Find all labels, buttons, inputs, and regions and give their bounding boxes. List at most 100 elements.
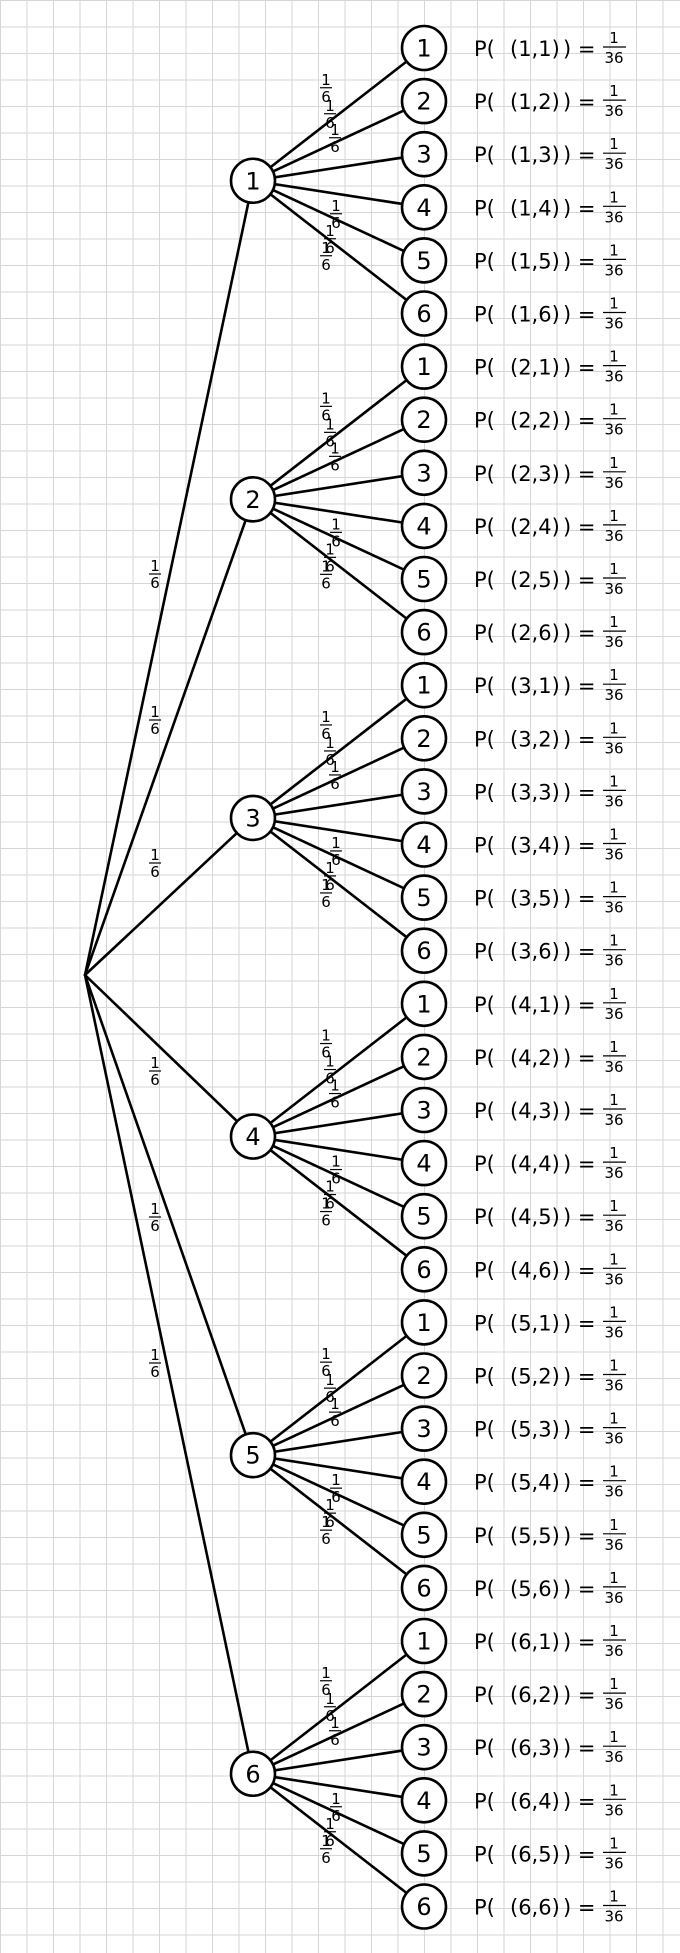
edge-6-to-3 bbox=[251, 1745, 426, 1776]
fraction-numerator: 1 bbox=[325, 734, 335, 752]
fraction-numerator: 1 bbox=[609, 719, 619, 737]
fraction-numerator: 1 bbox=[331, 1153, 341, 1171]
fraction-numerator: 1 bbox=[325, 1053, 335, 1071]
root-edge-probability: 16 bbox=[149, 1200, 161, 1235]
fraction-denominator: 36 bbox=[604, 1430, 623, 1448]
outcome-node bbox=[400, 1617, 448, 1665]
probability-prefix: P( bbox=[474, 940, 495, 964]
outcome-node bbox=[400, 396, 448, 444]
fraction-denominator: 6 bbox=[321, 1044, 331, 1062]
probability-suffix: ) = bbox=[563, 887, 595, 911]
fraction-denominator: 6 bbox=[325, 1195, 335, 1213]
fraction-numerator: 1 bbox=[609, 507, 619, 525]
outcome-node-label: 4 bbox=[416, 194, 431, 222]
fraction-denominator: 6 bbox=[331, 851, 341, 869]
edge-6-to-6 bbox=[251, 1772, 426, 1908]
outcome-node-label: 3 bbox=[416, 778, 431, 806]
probability-suffix: ) = bbox=[563, 1896, 595, 1920]
outcome-pair: (3,3) bbox=[510, 780, 560, 804]
edge-3-to-3 bbox=[251, 790, 426, 820]
outcome-pair: (5,4) bbox=[510, 1471, 560, 1495]
fraction-denominator: 36 bbox=[604, 102, 623, 120]
probability-prefix: P( bbox=[474, 1205, 495, 1229]
branch-edge-probability: 16 bbox=[329, 758, 341, 793]
probability-suffix: ) = bbox=[563, 90, 595, 114]
probability-suffix: ) = bbox=[563, 780, 595, 804]
first-roll-node-label: 6 bbox=[245, 1760, 260, 1788]
edge-6-to-1 bbox=[251, 1639, 426, 1776]
fraction-denominator: 6 bbox=[150, 863, 160, 881]
fraction-numerator: 1 bbox=[609, 401, 619, 419]
edge-1-to-1 bbox=[251, 46, 426, 183]
fraction-numerator: 1 bbox=[609, 295, 619, 313]
fraction-denominator: 36 bbox=[604, 899, 623, 917]
fraction-numerator: 1 bbox=[609, 1781, 619, 1799]
fraction-numerator: 1 bbox=[609, 1516, 619, 1534]
outcome-probability: P((4,2)) =136 bbox=[474, 1038, 626, 1076]
fraction-numerator: 1 bbox=[321, 876, 331, 894]
branch-edge-probability: 16 bbox=[324, 1815, 336, 1850]
root-edge-probability: 16 bbox=[149, 557, 161, 592]
outcome-node bbox=[400, 1405, 448, 1452]
fraction-denominator: 36 bbox=[604, 1695, 623, 1713]
fraction-denominator: 6 bbox=[331, 214, 341, 232]
edge-root-to-4 bbox=[83, 973, 255, 1138]
outcome-node bbox=[400, 1723, 448, 1771]
probability-prefix: P( bbox=[474, 1152, 495, 1176]
fraction-denominator: 36 bbox=[604, 1589, 623, 1607]
branch-edge-probability: 16 bbox=[324, 1371, 336, 1406]
fraction-numerator: 1 bbox=[330, 1395, 340, 1413]
fraction-numerator: 1 bbox=[609, 454, 619, 472]
outcome-node-label: 2 bbox=[416, 88, 431, 116]
probability-prefix: P( bbox=[474, 1789, 495, 1813]
outcome-node-label: 5 bbox=[416, 566, 431, 594]
outcome-node-label: 3 bbox=[416, 1097, 431, 1125]
outcome-probability: P((1,5)) =136 bbox=[474, 241, 626, 279]
outcome-node-label: 2 bbox=[416, 1043, 431, 1071]
outcome-pair: (2,2) bbox=[510, 409, 560, 433]
fraction-denominator: 6 bbox=[150, 1363, 160, 1381]
probability-suffix: ) = bbox=[563, 1258, 595, 1282]
outcome-node bbox=[400, 927, 448, 975]
fraction-denominator: 36 bbox=[604, 208, 623, 226]
fraction-denominator: 36 bbox=[604, 1483, 623, 1501]
root-edge-probability: 16 bbox=[149, 846, 161, 881]
edge-4-to-5 bbox=[251, 1135, 426, 1218]
outcome-node-label: 3 bbox=[416, 459, 431, 487]
fraction-numerator: 1 bbox=[609, 1303, 619, 1321]
fraction-denominator: 6 bbox=[325, 432, 335, 450]
fraction-numerator: 1 bbox=[325, 97, 335, 115]
fraction-denominator: 6 bbox=[325, 1707, 335, 1725]
probability-suffix: ) = bbox=[563, 1683, 595, 1707]
fraction-numerator: 1 bbox=[325, 1496, 335, 1514]
probability-suffix: ) = bbox=[563, 1046, 595, 1070]
outcome-pair: (2,1) bbox=[510, 356, 560, 380]
fraction-numerator: 1 bbox=[325, 540, 335, 558]
fraction-denominator: 36 bbox=[604, 686, 623, 704]
edge-4-to-4 bbox=[251, 1135, 426, 1165]
first-roll-node bbox=[229, 794, 277, 842]
outcome-node bbox=[400, 714, 448, 762]
fraction-denominator: 6 bbox=[321, 1849, 331, 1867]
outcome-node-label: 1 bbox=[416, 672, 431, 700]
outcome-node bbox=[400, 237, 448, 284]
fraction-denominator: 36 bbox=[604, 1217, 623, 1235]
probability-suffix: ) = bbox=[563, 1842, 595, 1866]
probability-prefix: P( bbox=[474, 1683, 495, 1707]
fraction-denominator: 6 bbox=[330, 1412, 340, 1430]
outcome-probability: P((4,5)) =136 bbox=[474, 1197, 626, 1235]
fraction-numerator: 1 bbox=[609, 1357, 619, 1375]
fraction-numerator: 1 bbox=[609, 666, 619, 684]
outcome-pair: (3,2) bbox=[510, 727, 560, 751]
probability-suffix: ) = bbox=[563, 1630, 595, 1654]
branch-edge-probability: 16 bbox=[320, 1345, 332, 1380]
edge-2-to-3 bbox=[251, 471, 426, 501]
edge-root-to-3 bbox=[83, 816, 255, 977]
fraction-numerator: 1 bbox=[150, 557, 160, 575]
fraction-denominator: 6 bbox=[325, 751, 335, 769]
nodes: 1234561123456212345631234564123456512345… bbox=[229, 24, 448, 1930]
probability-prefix: P( bbox=[474, 515, 495, 539]
outcome-node bbox=[400, 1511, 448, 1559]
fraction-denominator: 6 bbox=[321, 1681, 331, 1699]
fraction-denominator: 36 bbox=[604, 421, 623, 439]
